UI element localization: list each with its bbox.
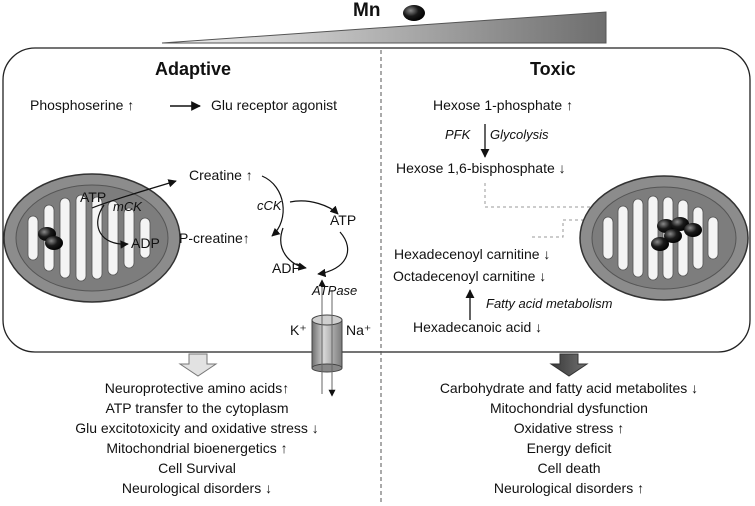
cyto-atp-label: ATP <box>330 212 357 228</box>
toxic-outcomes: Carbohydrate and fatty acid metabolites … <box>419 378 719 498</box>
glycolysis-label: Glycolysis <box>490 127 549 142</box>
hexadecanoic-label: Hexadecanoic acid ↓ <box>413 319 543 335</box>
hexadecenoyl-label: Hexadecenoyl carnitine ↓ <box>394 246 551 262</box>
fatty-acid-label: Fatty acid metabolism <box>486 296 613 311</box>
mito-atp-label: ATP <box>80 189 107 205</box>
toxic-outcome-5: Cell death <box>537 460 601 476</box>
mn-particle-icon <box>403 5 425 21</box>
mn-label: Mn <box>353 0 381 21</box>
ion-channel <box>311 314 343 373</box>
toxic-outcome-3: Oxidative stress ↑ <box>513 420 625 436</box>
cck-label: cCK <box>257 198 282 213</box>
main-panel <box>2 47 751 353</box>
adaptive-title: Adaptive <box>155 59 232 79</box>
adaptive-outcome-6: Neurological disorders ↓ <box>121 480 273 496</box>
glu-agonist-label: Glu receptor agonist <box>211 97 338 113</box>
adaptive-outcomes: Neuroprotective amino acids↑ ATP transfe… <box>47 378 347 498</box>
creatine-loop-arrow <box>261 175 284 237</box>
toxic-outcome-6: Neurological disorders ↑ <box>493 480 645 496</box>
atpase-label: ATPase <box>312 283 358 298</box>
k-ion-label: K⁺ <box>290 322 307 338</box>
pfk-label: PFK <box>445 127 471 142</box>
mck-arrow-loop <box>97 204 129 249</box>
creatine-label: Creatine ↑ <box>189 167 253 183</box>
mito-adp-label: ADP <box>131 235 160 251</box>
atp-to-adp-loop <box>317 231 349 278</box>
right-mitochondrion <box>579 175 749 301</box>
ck-atp-arrow <box>289 200 339 215</box>
adaptive-outcome-3: Glu excitotoxicity and oxidative stress … <box>75 420 319 436</box>
mck-arrow-out <box>91 179 177 209</box>
hexose-16bp-label: Hexose 1,6-bisphosphate ↓ <box>396 160 566 176</box>
mn-gradient-wedge <box>161 11 607 44</box>
toxic-outcome-2: Mitochondrial dysfunction <box>490 400 648 416</box>
hexose-1p-label: Hexose 1-phosphate ↑ <box>433 97 574 113</box>
adaptive-outcome-5: Cell Survival <box>158 460 236 476</box>
adaptive-outcome-arrow <box>178 353 218 377</box>
toxic-outcome-arrow <box>549 353 589 377</box>
na-ion-label: Na⁺ <box>346 322 372 338</box>
carnitine-mito-connector <box>532 219 600 238</box>
p-creatine-label: P-creatine↑ <box>179 230 250 246</box>
mck-label: mCK <box>113 199 142 214</box>
ck-cycle-arrow <box>280 227 307 271</box>
hexose-mito-connector <box>484 183 622 208</box>
cyto-adp-label: ADP <box>272 260 301 276</box>
adaptive-outcome-2: ATP transfer to the cytoplasm <box>105 400 289 416</box>
toxic-title: Toxic <box>530 59 576 79</box>
adaptive-outcome-4: Mitochondrial bioenergetics ↑ <box>106 440 288 456</box>
toxic-outcome-1: Carbohydrate and fatty acid metabolites … <box>439 380 699 396</box>
phosphoserine-label: Phosphoserine ↑ <box>30 97 135 113</box>
left-mitochondrion <box>3 173 181 303</box>
octadecenoyl-label: Octadecenoyl carnitine ↓ <box>393 268 547 284</box>
toxic-outcome-4: Energy deficit <box>526 440 612 456</box>
adaptive-outcome-1: Neuroprotective amino acids↑ <box>104 380 290 396</box>
